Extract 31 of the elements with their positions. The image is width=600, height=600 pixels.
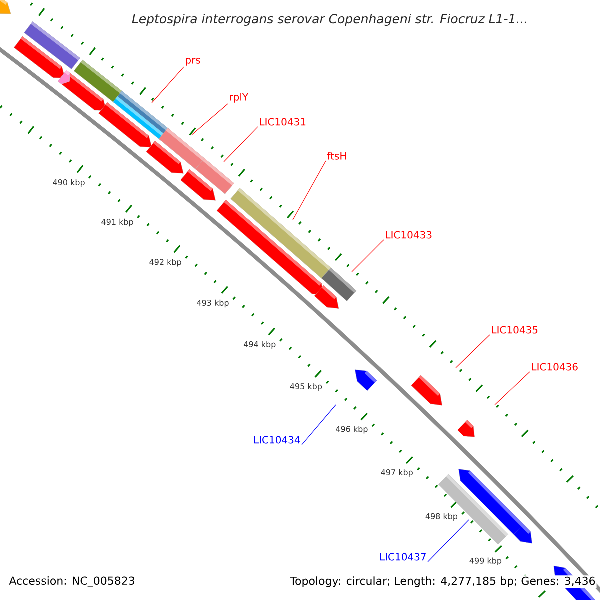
leader-line: [456, 334, 490, 368]
gene-label: ftsH: [327, 152, 346, 160]
tick-label: 492 kbp: [150, 259, 182, 267]
gene-label: LIC10434: [254, 436, 300, 444]
gene-label: rplY: [230, 93, 249, 103]
tick-label: 490 kbp: [53, 179, 85, 188]
accession-text: Accession: NC_005823: [9, 576, 134, 588]
tick-label: 498 kbp: [426, 513, 458, 521]
gene-label: LIC10433: [386, 231, 432, 239]
leader-line: [192, 104, 228, 136]
leader-line: [352, 240, 384, 272]
tick-label: 493 kbp: [197, 300, 229, 308]
gene-label: LIC10437: [380, 553, 426, 561]
tick-label: 499 kbp: [470, 558, 502, 566]
genome-info-text: Topology: circular; Length: 4,277,185 bp; Genes: 3,436: [289, 576, 597, 588]
leader-line: [494, 372, 530, 406]
leader-line: [292, 160, 326, 220]
gene-label: LIC10435: [492, 326, 538, 334]
gene-label: LIC10436: [532, 363, 578, 371]
tick-label: 495 kbp: [290, 383, 322, 392]
tick-label: 496 kbp: [336, 426, 368, 434]
leader-line: [152, 66, 184, 104]
tick-label: 497 kbp: [381, 469, 413, 478]
leader-line: [428, 520, 470, 562]
title: Leptospira interrogans serovar Copenhageni str. Fiocruz L1-1...: [132, 14, 526, 26]
tick-label: 494 kbp: [244, 341, 276, 349]
tick-label: 491 kbp: [102, 218, 134, 227]
leader-line: [302, 404, 336, 446]
leader-line: [224, 126, 258, 162]
gene-label: LIC10431: [260, 118, 306, 126]
gene-label: prs: [186, 58, 200, 66]
